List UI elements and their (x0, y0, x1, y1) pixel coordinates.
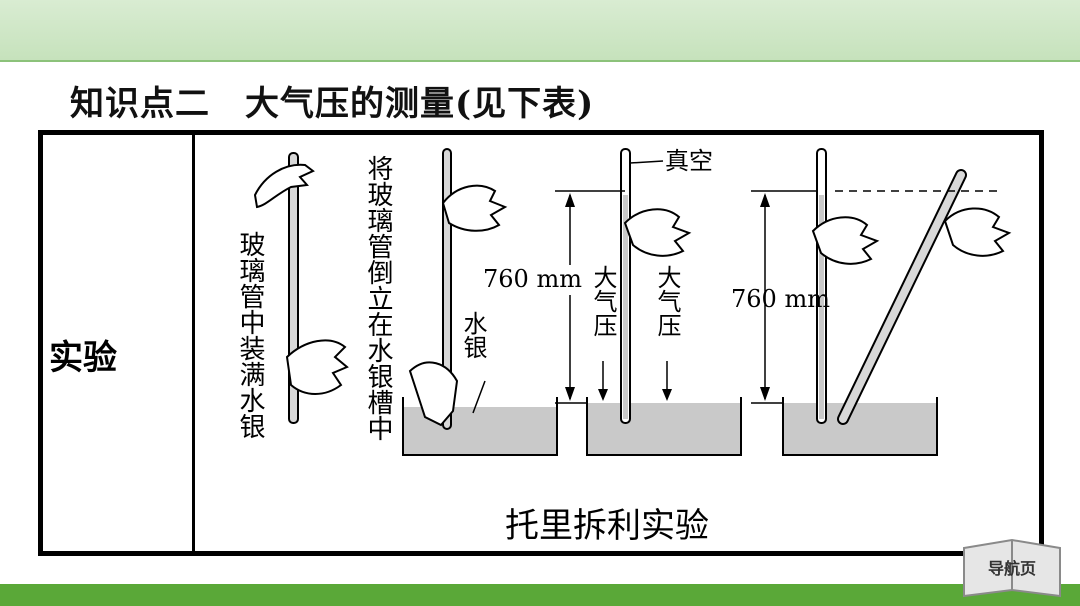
height-label-1: 760 mm (483, 265, 582, 293)
hand-bottom-icon (285, 339, 349, 395)
nav-label: 导航页 (988, 559, 1036, 578)
atm-arrow-right-icon (662, 389, 672, 401)
figure-caption: 托里拆利实验 (505, 506, 709, 546)
row-label: 实验 (49, 338, 117, 378)
hand-top-icon (253, 163, 315, 209)
atm-label-left: 大气压 (589, 265, 617, 337)
nav-button[interactable]: 导航页 (960, 530, 1064, 602)
step2-label: 将玻璃管倒立在水银槽中 (363, 155, 393, 441)
tilted-tube (839, 171, 965, 423)
atm-label-right: 大气压 (653, 265, 681, 337)
height-label-2: 760 mm (731, 285, 830, 313)
header-band (0, 0, 1080, 62)
step1-label: 玻璃管中装满水银 (235, 231, 265, 439)
arrow-up-icon-4 (760, 193, 770, 207)
dish-4 (782, 397, 938, 456)
mercury-column-4 (819, 195, 824, 419)
experiment-table: 实验 玻璃管中装满水银 将玻璃管倒立在水银槽中 水银 (38, 130, 1044, 556)
atm-arrow-left-icon (598, 389, 608, 401)
page-title: 知识点二 大气压的测量(见下表) (70, 84, 595, 124)
hand-icon-2 (441, 184, 508, 232)
mercury-pool-4 (784, 403, 936, 454)
dish-2 (402, 397, 558, 456)
hand-icon-4b (943, 207, 1012, 257)
arrow-up-icon (565, 193, 575, 207)
vacuum-label: 真空 (665, 147, 713, 175)
height-label-bg-1 (487, 265, 587, 295)
step1-tube-group: 玻璃管中装满水银 (235, 152, 349, 439)
mercury-pointer (472, 380, 486, 414)
mercury-pool-3 (588, 403, 740, 454)
hand-icon-4a (811, 216, 880, 265)
step4-group: 760 mm (731, 148, 1012, 456)
footer-band (0, 584, 1080, 606)
finger-hand-icon (408, 361, 459, 427)
mercury-label: 水银 (459, 311, 487, 359)
arrow-down-icon (565, 387, 575, 401)
vacuum-pointer (629, 160, 664, 164)
hand-icon-3 (623, 208, 692, 257)
dish-3 (586, 397, 742, 456)
torricelli-figure: 玻璃管中装满水银 将玻璃管倒立在水银槽中 水银 真空 (235, 147, 1012, 546)
step3-group: 真空 760 mm 大气压 大气压 (483, 147, 742, 456)
step2-group: 水银 (402, 148, 558, 456)
row-label-cell: 实验 (43, 135, 195, 551)
arrow-down-icon-4 (760, 387, 770, 401)
mercury-column-3 (623, 195, 628, 419)
